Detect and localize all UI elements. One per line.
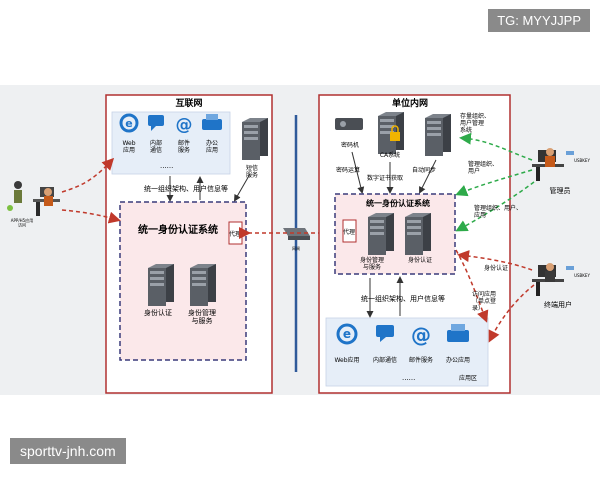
mobile-user-caption: APP/H5应用访问 (11, 217, 33, 228)
user-to-auth-arrow (457, 250, 533, 271)
web-app-icon: e (119, 113, 139, 133)
sms-server-icon (242, 118, 268, 160)
user-flow-label-2: 访问应用（单点登录） (472, 290, 496, 312)
mobile-to-auth-arrow (61, 209, 121, 224)
internet-sync-label: 统一组织架构、用户信息等 (144, 184, 228, 193)
intranet-web-app-icon: e (336, 323, 358, 345)
intranet-apps-ellipsis: ...... (402, 374, 415, 382)
intranet-server-label-1: 身份认证 (408, 256, 432, 264)
internet-zone-title: 互联网 (175, 97, 202, 109)
internet-server-label-0: 身份认证 (144, 308, 172, 317)
admin-label: 管理员 (550, 186, 571, 195)
intranet-label-2: 自动同步 (412, 166, 436, 174)
internet-server-label-1: 身份管理与服务 (188, 308, 216, 325)
intranet-mgmt-server-icon (368, 213, 394, 255)
intranet-email-at-icon: @ (411, 323, 431, 347)
watermark-top: TG: MYYJJPP (488, 9, 590, 32)
internet-app-label-3: 办公应用 (206, 139, 218, 154)
svg-text:@: @ (176, 115, 193, 135)
intranet-top-label-0: 密码机 (341, 141, 359, 149)
sms-server-label: 短信服务 (246, 164, 258, 179)
intranet-app-label-3: 办公应用 (446, 356, 470, 364)
app-zone-label: 应用区 (459, 374, 477, 382)
intranet-app-label-1: 内部通信 (373, 356, 397, 364)
intranet-auth-system-title: 统一身份认证系统 (366, 198, 430, 208)
end-user-icon (532, 263, 574, 296)
office-printer-icon (202, 114, 222, 130)
intranet-top-label-1: CA系统 (380, 151, 400, 159)
user-to-apps-arrow (488, 284, 535, 343)
intranet-auth-server-icon (405, 213, 431, 255)
svg-text:e: e (125, 117, 132, 130)
internet-mgmt-server-icon (190, 264, 216, 306)
admin-to-auth-arrow-2 (455, 181, 535, 232)
intranet-app-label-0: Web应用 (334, 356, 359, 364)
user-auth-arrow-2 (455, 249, 489, 323)
crypto-machine-icon (335, 118, 363, 130)
intranet-proxy-box (342, 219, 357, 243)
mobile-to-apps-arrow (61, 157, 115, 193)
internet-app-label-1: 内部通信 (150, 139, 162, 154)
internet-auth-system-title: 统一身份认证系统 (138, 223, 218, 236)
admin-to-legacy-arrow (459, 132, 533, 161)
admin-flow-label-2: 管理组织、用户、应用 (474, 204, 522, 219)
intranet-office-printer-icon (447, 324, 469, 342)
end-user-label: 终端用户 (544, 300, 572, 309)
intranet-app-label-2: 邮件服务 (409, 356, 433, 364)
intranet-label-0: 密码运算 (336, 166, 360, 174)
intranet-proxy-label: 代理 (343, 228, 355, 236)
intranet-top-label-2: 存量组织、用户管理系统 (460, 112, 490, 134)
admin-to-auth-arrow (455, 169, 533, 197)
intranet-sync-label: 统一组织架构、用户信息等 (361, 294, 445, 303)
end-user-usbkey-label: USBKEY (574, 273, 590, 278)
internet-auth-system (119, 201, 247, 361)
user-flow-label: 身份认证 (484, 264, 508, 272)
internet-proxy-label: 代理 (229, 230, 241, 238)
mobile-user-icon (7, 181, 60, 216)
admin-flow-label: 管理组织、用户 (468, 160, 498, 175)
chat-icon (148, 115, 164, 131)
firewall-label: 网闸 (292, 245, 300, 251)
internet-apps-ellipsis: ...... (160, 162, 173, 170)
intranet-chat-icon (376, 325, 394, 342)
admin-usbkey-label: USBKEY (574, 158, 590, 163)
internet-auth-server-icon (148, 264, 174, 306)
intranet-zone-title: 单位内网 (392, 97, 428, 109)
svg-text:e: e (343, 327, 351, 341)
intranet-label-1: 数字证书获取 (367, 174, 403, 182)
watermark-bottom: sporttv-jnh.com (10, 438, 126, 464)
ca-lock-icon (390, 125, 400, 141)
admin-icon (532, 148, 574, 181)
intranet-server-label-0: 身份管理与服务 (360, 256, 384, 271)
internet-app-label-2: 邮件服务 (178, 139, 190, 154)
email-at-icon: @ (176, 115, 193, 135)
svg-text:@: @ (411, 323, 431, 347)
legacy-user-system-icon (425, 114, 451, 156)
